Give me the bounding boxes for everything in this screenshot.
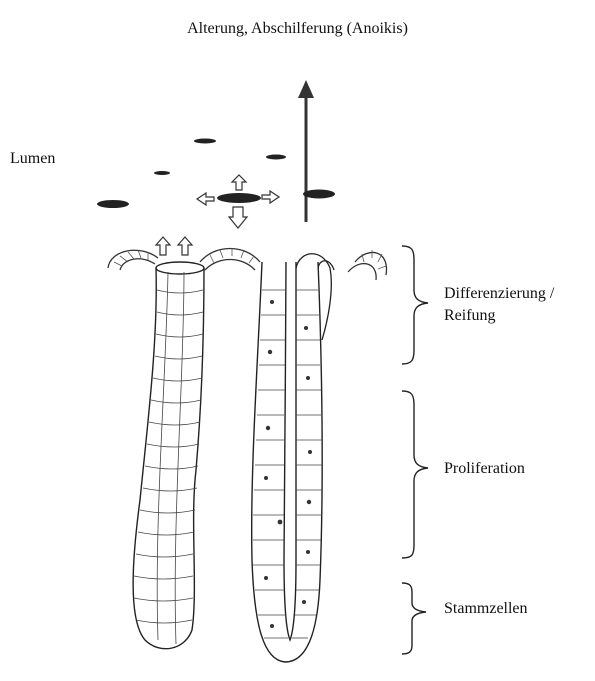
- surface-epithelium: [108, 249, 386, 281]
- right-crypt-nuclei: [264, 300, 312, 628]
- brace-proliferation-icon: [402, 391, 428, 558]
- brace-differentiation-icon: [402, 246, 428, 364]
- left-crypt: [133, 262, 204, 649]
- brace-stem-cells-icon: [402, 583, 426, 654]
- shed-cells: [97, 139, 335, 209]
- villus-arch: [296, 254, 334, 340]
- shed-arrows-icon: [156, 175, 279, 255]
- right-crypt: [252, 262, 322, 662]
- right-crypt-cells: [253, 290, 322, 638]
- upward-arrow-icon: [298, 80, 314, 222]
